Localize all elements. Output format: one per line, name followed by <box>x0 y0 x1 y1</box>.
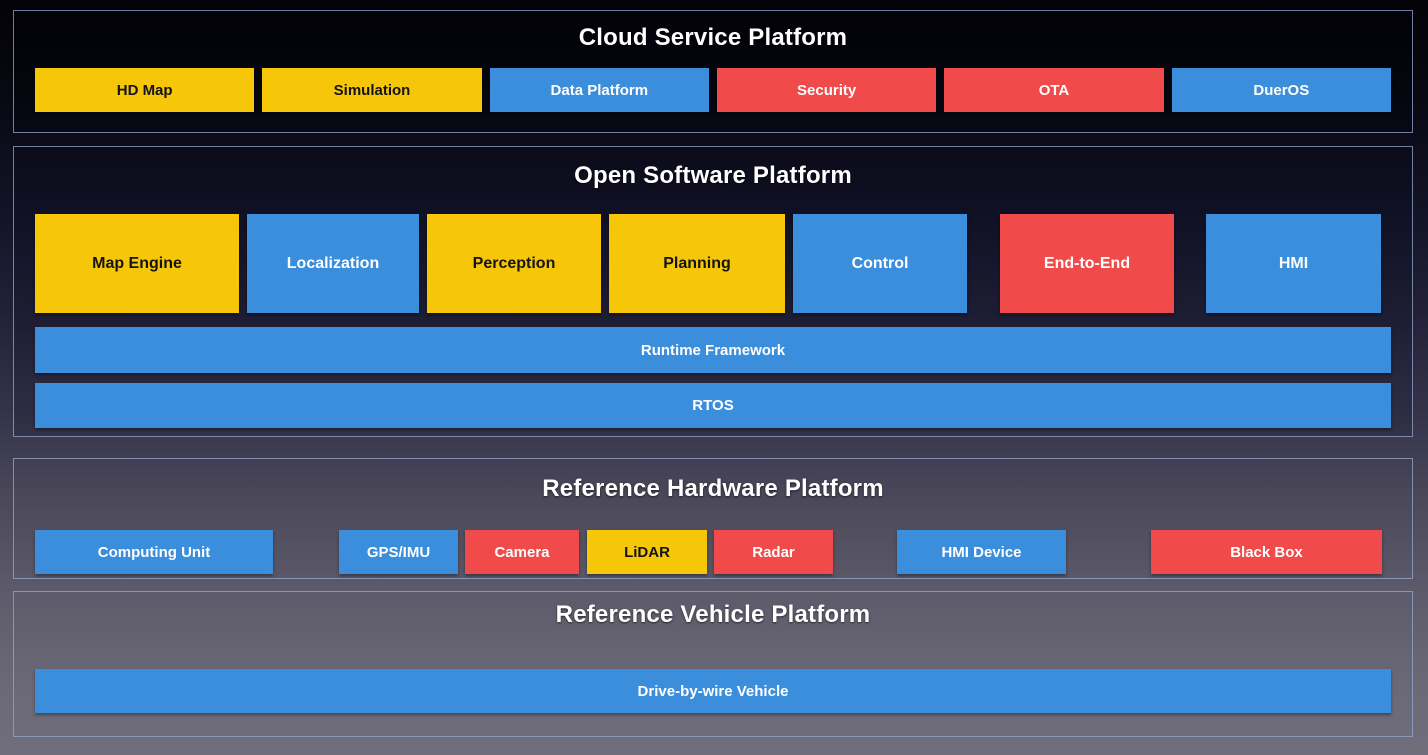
box-gps-imu: GPS/IMU <box>339 530 458 574</box>
software-modules-row: Map Engine Localization Perception Plann… <box>14 214 1412 313</box>
box-hmi: HMI <box>1206 214 1381 313</box>
box-control: Control <box>793 214 967 313</box>
box-camera: Camera <box>465 530 579 574</box>
box-localization: Localization <box>247 214 419 313</box>
section-title: Reference Hardware Platform <box>542 475 884 502</box>
box-map-engine: Map Engine <box>35 214 239 313</box>
section-open-software-platform: Open Software Platform Map Engine Locali… <box>13 146 1413 437</box>
bar-drive-by-wire-vehicle: Drive-by-wire Vehicle <box>35 669 1391 713</box>
section-reference-vehicle-platform: Reference Vehicle Platform Drive-by-wire… <box>13 591 1413 737</box>
section-title: Open Software Platform <box>574 162 852 189</box>
box-black-box: Black Box <box>1151 530 1382 574</box>
box-computing-unit: Computing Unit <box>35 530 273 574</box>
box-perception: Perception <box>427 214 601 313</box>
box-hmi-device: HMI Device <box>897 530 1066 574</box>
box-dueros: DuerOS <box>1171 68 1391 112</box>
box-simulation: Simulation <box>262 68 482 112</box>
cloud-services-row: HD Map Simulation Data Platform Security… <box>14 68 1412 112</box>
bar-rtos: RTOS <box>35 383 1391 428</box>
box-radar: Radar <box>714 530 833 574</box>
bar-runtime-framework: Runtime Framework <box>35 327 1391 373</box>
box-data-platform: Data Platform <box>489 68 709 112</box>
box-lidar: LiDAR <box>587 530 707 574</box>
section-reference-hardware-platform: Reference Hardware Platform Computing Un… <box>13 458 1413 579</box>
box-planning: Planning <box>609 214 785 313</box>
section-title: Reference Vehicle Platform <box>555 601 871 628</box>
box-security: Security <box>716 68 937 112</box>
section-title: Cloud Service Platform <box>578 24 848 51</box>
section-cloud-service-platform: Cloud Service Platform HD Map Simulation… <box>13 10 1413 133</box>
box-end-to-end: End-to-End <box>1000 214 1174 313</box>
box-ota: OTA <box>944 68 1164 112</box>
hardware-row: Computing Unit GPS/IMU Camera LiDAR Rada… <box>14 530 1412 574</box>
box-hd-map: HD Map <box>35 68 255 112</box>
